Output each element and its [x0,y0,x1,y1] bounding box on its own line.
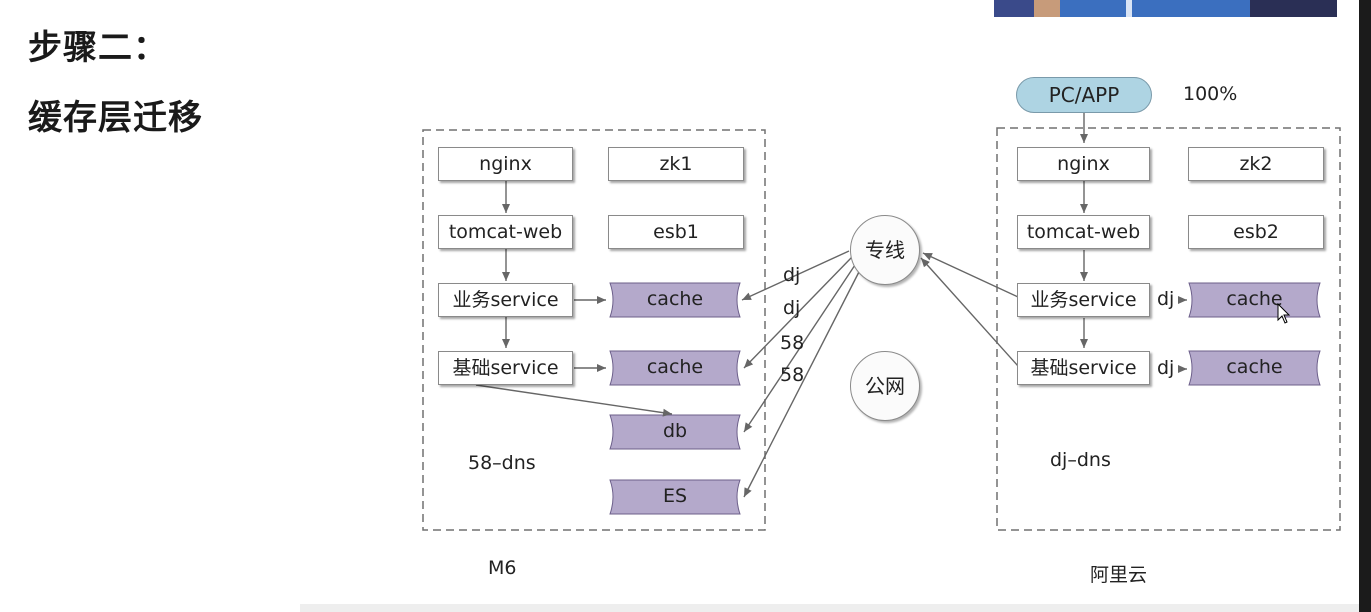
left-cache-1-shape [609,282,741,318]
right-zk-box[interactable]: zk2 [1188,147,1324,181]
m6-label: M6 [488,557,517,579]
left-nginx-box[interactable]: nginx [438,147,573,181]
left-esb-box[interactable]: esb1 [608,215,744,249]
left-zk-box[interactable]: zk1 [608,147,744,181]
es-label: ES [662,485,688,507]
arrow-line-to-db [743,261,858,433]
right-dj-label-2: dj [1157,357,1175,379]
arrow-base-db-left [475,384,673,417]
arrow-biz-right-to-line [922,252,1019,298]
edge-label-58-2: 58 [780,364,805,386]
right-cache-2-shape [1188,350,1321,386]
pc-app-node[interactable]: PC/APP [1016,77,1152,113]
dedicated-line-node[interactable]: 专线 [850,215,920,285]
right-esb-box[interactable]: esb2 [1188,215,1324,249]
left-tomcat-box[interactable]: tomcat-web [438,215,573,249]
arrow-line-to-cache2 [743,256,853,369]
arrow-base-right-to-line [920,257,1019,367]
right-nginx-box[interactable]: nginx [1017,147,1150,181]
section-title: 缓存层迁移 [28,98,203,138]
bottom-strip [300,604,1359,612]
right-dns-label: dj–dns [1050,449,1111,471]
m6-region [422,129,766,531]
webcam-overlay [994,0,1337,17]
step-title: 步骤二： [28,28,168,68]
right-dj-label-1: dj [1157,288,1175,310]
edge-label-dj-1: dj [783,264,801,286]
traffic-percent: 100% [1183,83,1238,105]
left-cache-1-label: cache [646,288,704,310]
arrow-line-to-es [743,265,863,498]
edge-label-58-1: 58 [780,332,805,354]
left-dns-label: 58–dns [468,452,536,474]
left-cache-2-label: cache [646,356,704,378]
right-cache-1-label: cache [1226,288,1283,310]
public-net-node[interactable]: 公网 [850,351,920,421]
arrow-line-to-cache1 [741,250,850,301]
right-biz-service-box[interactable]: 业务service [1017,283,1150,317]
left-biz-service-box[interactable]: 业务service [438,283,573,317]
db-label: db [662,420,688,442]
mouse-cursor-icon [1277,303,1291,324]
edge-label-dj-2: dj [783,297,801,319]
right-base-service-box[interactable]: 基础service [1017,351,1150,385]
right-cache-1-shape [1188,282,1321,318]
left-cache-2-shape [609,350,741,386]
db-shape [609,414,741,450]
left-base-service-box[interactable]: 基础service [438,351,573,385]
right-tomcat-box[interactable]: tomcat-web [1017,215,1150,249]
es-shape [609,479,741,515]
right-scrollbar[interactable] [1359,0,1371,612]
right-cache-2-label: cache [1226,356,1283,378]
aliyun-region [996,127,1341,531]
aliyun-label: 阿里云 [1090,564,1148,586]
